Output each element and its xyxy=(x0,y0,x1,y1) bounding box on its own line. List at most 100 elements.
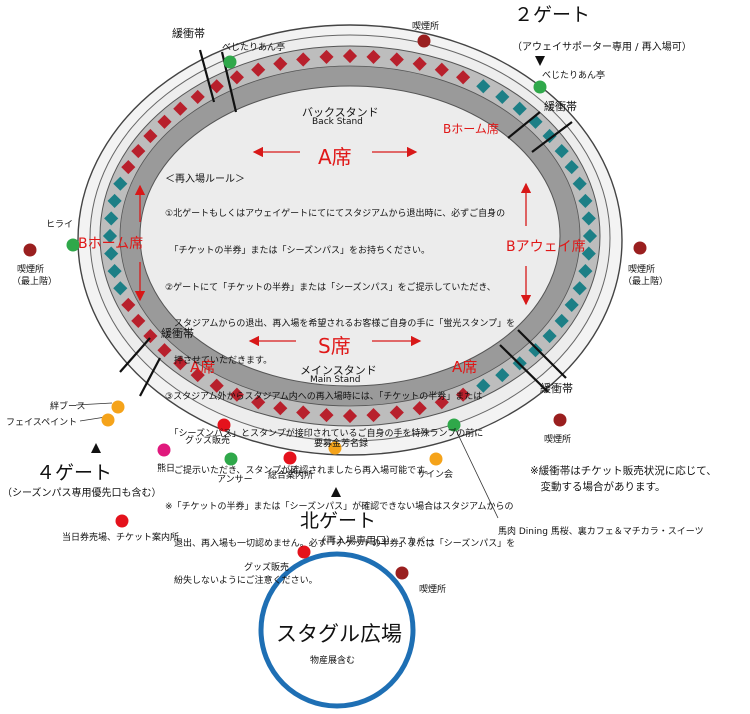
seat-block-mark xyxy=(512,101,527,116)
gate-markers xyxy=(91,56,545,497)
seat-block-mark xyxy=(319,49,334,64)
seat-block-mark xyxy=(319,408,334,423)
seat-block-mark xyxy=(273,56,288,71)
seat-block-mark xyxy=(366,49,381,64)
dining-marker xyxy=(447,418,461,432)
face-paint-marker xyxy=(101,413,115,427)
label-smoking-lower-right: 喫煙所 xyxy=(544,435,572,445)
info-center-marker xyxy=(283,451,297,465)
seat-block-mark xyxy=(113,281,128,296)
gate-4-subtitle: （シーズンパス専用優先口も含む） xyxy=(2,488,162,499)
seat-arrows xyxy=(134,146,532,347)
label-kizuna-booth: 絆ブース xyxy=(50,402,86,412)
rule-line: スタジアムからの退出、再入場を希望されるお客様ご自身の手に「蛍光スタンプ」を xyxy=(165,319,516,330)
rules-title: ＜再入場ルール＞ xyxy=(165,174,245,185)
main-stand-en: Main Stand xyxy=(310,375,361,385)
seat-block-mark xyxy=(542,128,557,144)
seat-label-b-away-right: Bアウェイ席 xyxy=(506,239,586,255)
rule-line: ご提示いただき、スタンプが確認されましたら再入場可能です。 xyxy=(165,465,434,476)
seat-block-mark xyxy=(456,387,471,402)
seat-block-mark xyxy=(296,52,311,67)
seat-label-a-bottom-left: A席 xyxy=(190,358,216,376)
seat-block-mark xyxy=(143,128,158,144)
label-skypa: スカパー xyxy=(398,537,435,547)
label-goods-inner: グッズ販売 xyxy=(185,436,231,446)
buffer-label-right: 緩衝帯 xyxy=(544,100,577,113)
kumanichi-marker xyxy=(157,443,171,457)
hirai-marker xyxy=(66,238,80,252)
smoking-marker-lower-right xyxy=(553,413,567,427)
label-smoking-right-sub: （最上階） xyxy=(623,277,669,287)
seat-block-mark xyxy=(412,56,427,71)
label-bejitari-top: べじたりあん亭 xyxy=(222,43,286,53)
seat-block-mark xyxy=(190,368,205,383)
smoking-marker-left xyxy=(23,243,37,257)
label-dining: 馬肉 Dining 馬桜、裏カフェ＆マチカラ・スイーツ xyxy=(498,527,704,537)
rule-line: 退出、再入場も一切認めません。必ず「チケットの半券」または「シーズンパス」を xyxy=(165,538,516,549)
rule-line: 「チケットの半券」または「シーズンパス」をお持ちください。 xyxy=(165,246,431,257)
seat-block-mark xyxy=(412,401,427,416)
gate-2-subtitle: （アウェイサポーター専用 / 再入場可） xyxy=(512,42,692,53)
seat-block-mark xyxy=(581,246,596,261)
rule-line: ①北ゲートもしくはアウェイゲートにてにてスタジアムから退出時に、必ずご自身の xyxy=(165,209,506,220)
plaza-title: スタグル広場 xyxy=(276,622,402,646)
buffer-label-left: 緩衝帯 xyxy=(161,327,194,340)
seat-label-b-home-left: Bホーム席 xyxy=(78,236,144,252)
seat-block-mark xyxy=(251,395,266,410)
label-sign-event: サイン会 xyxy=(417,470,454,480)
rule-line: 紛失しないようにご注意ください。 xyxy=(165,575,318,586)
label-face-paint: フェイスペイント xyxy=(6,418,78,428)
rule-line: ③スタジアム外からスタジアム内への再入場時には、「チケットの半券」または xyxy=(165,392,483,403)
seat-block-mark xyxy=(157,343,172,358)
rule-line: 「シーズンパス」とスタンプが接印されているご自身の手を特殊ランプの前に xyxy=(165,429,484,440)
bejitari-marker-top xyxy=(223,55,237,69)
smoking-marker-top xyxy=(417,34,431,48)
seat-block-mark xyxy=(173,356,188,371)
goods-inner-marker xyxy=(217,418,231,432)
back-stand-ja: バックスタンド xyxy=(302,106,379,119)
seat-block-mark xyxy=(578,193,593,208)
seat-label-b-home-top: Bホーム席 xyxy=(443,122,499,136)
plaza-ring xyxy=(258,551,416,709)
gate-2-title: ２ゲート xyxy=(514,4,591,26)
kizuna-booth-marker xyxy=(111,400,125,414)
seat-block-mark xyxy=(209,378,224,393)
label-hirai: ヒライ xyxy=(46,220,74,230)
gate-4-title: ４ゲート xyxy=(36,462,113,484)
pitch-area xyxy=(139,85,561,387)
seat-block-mark xyxy=(554,313,569,328)
seat-block-mark xyxy=(476,79,491,94)
seat-block-mark xyxy=(342,48,358,64)
label-bejitari-right: べじたりあん亭 xyxy=(542,71,606,81)
label-smoking-top: 喫煙所 xyxy=(412,22,440,32)
plaza-subtitle: 物産展含む xyxy=(310,656,356,666)
fund-sign-marker xyxy=(328,441,342,455)
seat-block-mark xyxy=(131,313,146,328)
main-stand-ja: メインスタンド xyxy=(300,364,377,377)
label-tickets-today: 当日券売場、チケット案内所 xyxy=(62,533,180,543)
seat-block-mark xyxy=(389,405,404,420)
seat-block-mark xyxy=(495,89,510,104)
seat-block-mark xyxy=(542,328,557,344)
seat-block-mark xyxy=(495,368,510,383)
seat-block-mark xyxy=(581,211,596,226)
seat-block-mark xyxy=(528,343,543,358)
smoking-marker-right xyxy=(633,241,647,255)
label-smoking-left: 喫煙所 xyxy=(17,265,45,275)
back-stand-en: Back Stand xyxy=(312,117,363,127)
seat-block-mark xyxy=(296,405,311,420)
buffer-label-lower-right: 緩衝帯 xyxy=(540,382,573,395)
seat-block-mark xyxy=(554,144,569,159)
seat-block-mark xyxy=(456,70,471,85)
label-goods-plaza: グッズ販売 xyxy=(244,563,290,573)
seat-block-mark xyxy=(143,328,158,344)
seat-block-mark xyxy=(251,62,266,77)
seat-block-mark xyxy=(273,401,288,416)
seat-block-mark xyxy=(572,176,587,191)
seat-block-mark xyxy=(578,264,593,279)
rule-line: 押させていただきます。 xyxy=(165,355,273,366)
buffer-lines xyxy=(119,49,573,397)
rules-list: ①北ゲートもしくはアウェイゲートにてにてスタジアムから退出時に、必ずご自身の 「… xyxy=(165,184,515,611)
